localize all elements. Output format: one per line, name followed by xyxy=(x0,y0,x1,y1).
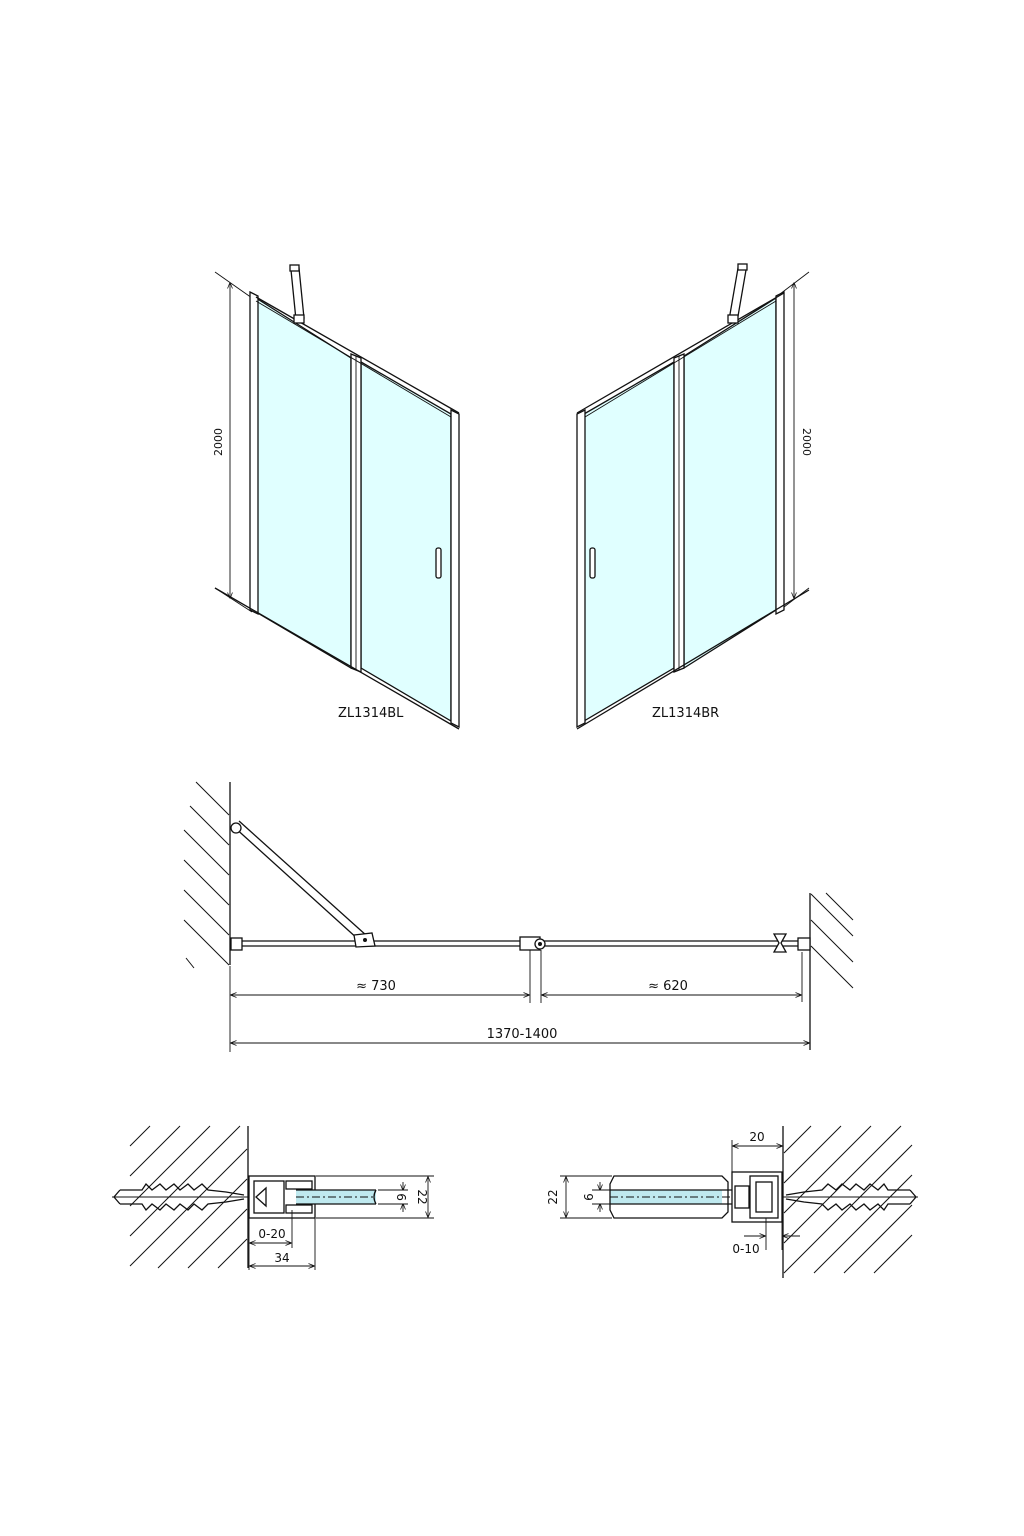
detail-left: 6 22 0-20 34 xyxy=(112,1125,434,1270)
height-dimension-left: 2000 xyxy=(212,271,253,613)
right-wall-hatch xyxy=(809,892,854,1050)
model-label-right: ZL1314BR xyxy=(652,706,719,721)
stabilizer-bar-left xyxy=(289,264,305,324)
height-label-right: 2000 xyxy=(800,428,813,456)
model-label-left: ZL1314BL xyxy=(338,706,404,721)
fixed-panel-left xyxy=(255,296,352,670)
door-panel-left xyxy=(360,360,452,723)
height-dimension-right: 2000 xyxy=(779,271,813,611)
detail-right: 22 6 20 0-10 xyxy=(546,1125,918,1278)
plan-dim-right: ≈ 620 xyxy=(648,979,688,994)
detail-left-profile: 22 xyxy=(415,1189,429,1204)
wall-anchor-left xyxy=(112,1182,250,1212)
detail-left-glass: 6 xyxy=(394,1193,408,1201)
detail-left-adjust: 0-20 xyxy=(258,1227,285,1241)
perspective-view-left: 2000 ZL1314BL xyxy=(212,264,460,730)
fixed-panel-right xyxy=(683,296,777,670)
detail-right-width: 20 xyxy=(749,1130,764,1144)
door-handle-right xyxy=(589,547,596,579)
door-handle-left xyxy=(435,547,442,579)
detail-right-glass: 6 xyxy=(582,1193,596,1201)
plan-view: ≈ 730 ≈ 620 1370-1400 xyxy=(183,781,854,1052)
detail-right-profile: 22 xyxy=(546,1189,560,1204)
door-panel-right xyxy=(583,360,675,723)
detail-right-adjust: 0-10 xyxy=(732,1242,759,1256)
stabilizer-bar-right xyxy=(727,263,748,324)
plan-dim-left: ≈ 730 xyxy=(356,979,396,994)
left-wall-hatch xyxy=(183,781,231,969)
plan-end-bracket xyxy=(772,933,788,953)
wall-anchor-right xyxy=(780,1182,918,1212)
plan-stabilizer xyxy=(230,820,376,948)
height-label-left: 2000 xyxy=(212,428,225,456)
detail-left-depth: 34 xyxy=(274,1251,289,1265)
perspective-view-right: 2000 ZL1314BR xyxy=(576,263,813,730)
wall-profile-right xyxy=(609,1171,783,1223)
plan-dim-total: 1370-1400 xyxy=(487,1027,558,1042)
plan-hinge xyxy=(519,936,546,951)
wall-profile-left xyxy=(248,1175,377,1219)
